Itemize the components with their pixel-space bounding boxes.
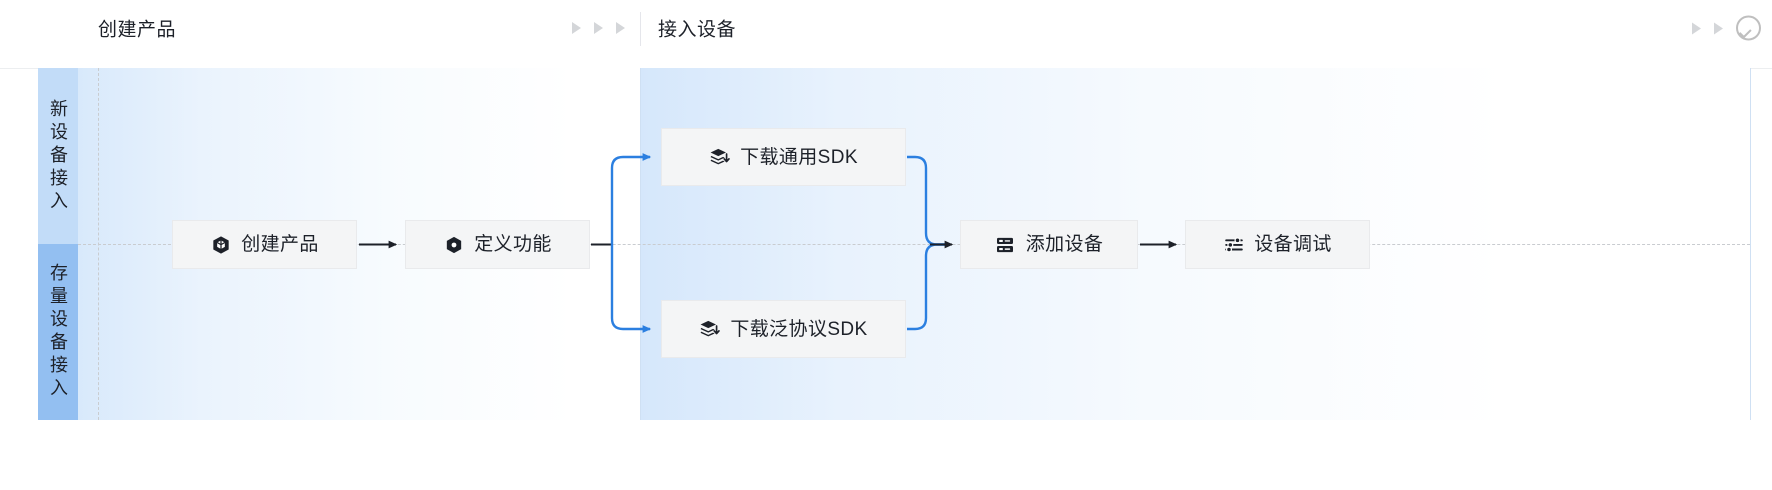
node-label: 设备调试 — [1254, 234, 1332, 255]
stage1-progress-arrows — [572, 22, 625, 34]
device-server-icon — [995, 234, 1016, 255]
node-download-generic-sdk[interactable]: 下载通用SDK — [661, 128, 906, 186]
lane-label-new-device: 新设备接入 — [38, 68, 78, 244]
stage-title-create-product: 创建产品 — [98, 19, 177, 41]
layers-download-icon — [699, 319, 721, 340]
layers-download-icon — [709, 147, 730, 168]
node-label: 添加设备 — [1025, 234, 1104, 255]
triangle-right-icon — [594, 22, 603, 34]
triangle-right-icon — [572, 22, 581, 34]
lane-label-text: 新设备接入 — [48, 98, 68, 214]
stage-title-connect-device: 接入设备 — [658, 19, 737, 41]
node-label: 定义功能 — [474, 234, 552, 255]
node-download-protocol-sdk[interactable]: 下载泛协议SDK — [661, 300, 906, 358]
triangle-right-icon — [616, 22, 625, 34]
lane-label-existing-device: 存量设备接入 — [38, 244, 78, 420]
hexagon-dot-icon — [443, 234, 464, 255]
cube-icon — [210, 234, 231, 255]
zone-right-edge-line — [1750, 68, 1751, 420]
node-create-product[interactable]: 创建产品 — [172, 220, 357, 269]
node-label: 下载泛协议SDK — [730, 318, 868, 340]
node-label: 下载通用SDK — [740, 146, 858, 168]
check-circle-icon — [1736, 15, 1761, 41]
triangle-right-icon — [1692, 22, 1701, 34]
lane-label-text: 存量设备接入 — [48, 263, 68, 401]
node-define-function[interactable]: 定义功能 — [405, 220, 590, 269]
triangle-right-icon — [1714, 22, 1723, 34]
stage2-progress-arrows — [1692, 15, 1761, 41]
header-divider — [640, 12, 641, 46]
node-label: 创建产品 — [241, 234, 319, 255]
diagram-header: 创建产品 接入设备 — [0, 0, 1772, 68]
diagram-body: 新设备接入 存量设备接入 — [0, 68, 1772, 420]
node-add-device[interactable]: 添加设备 — [960, 220, 1138, 269]
sliders-icon — [1223, 234, 1244, 255]
node-device-debug[interactable]: 设备调试 — [1185, 220, 1370, 269]
